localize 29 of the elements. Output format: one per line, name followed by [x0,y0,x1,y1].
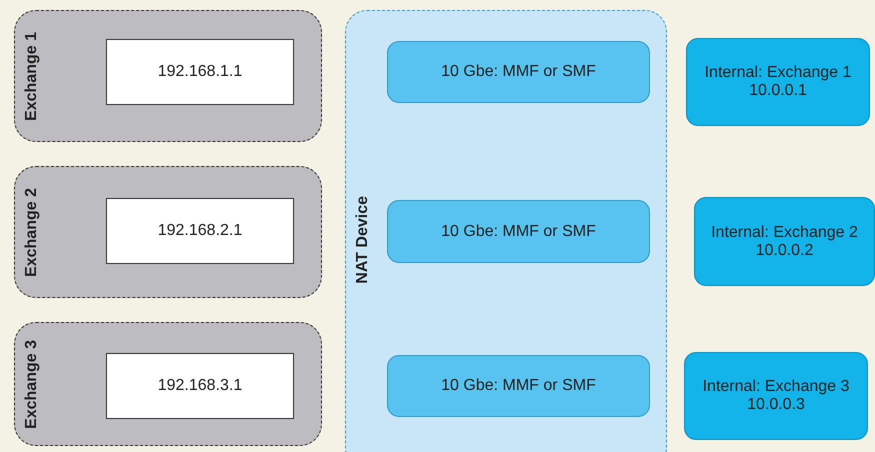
box-label: 10 Gbe: MMF or SMF [441,222,596,240]
link-box [387,200,650,263]
ip-address-box [106,39,294,105]
link-box [387,355,650,417]
box-label: Internal: Exchange 1 [704,64,852,82]
nat-device-group [345,10,667,452]
box-label: 10.0.0.2 [756,242,814,260]
box-label: 192.168.3.1 [158,377,242,395]
group-title: Exchange 2 [23,188,41,276]
internal-address-box [686,38,870,126]
group-title: Exchange 1 [23,32,41,120]
internal-address-box [694,197,875,286]
box-label: 10.0.0.1 [749,82,807,100]
exchange-group [14,322,322,446]
group-title: NAT Device [354,196,372,284]
exchange-group [14,10,322,142]
link-box [387,41,650,103]
box-label: 192.168.2.1 [158,222,242,240]
ip-address-box [106,353,294,419]
box-label: 10 Gbe: MMF or SMF [441,63,596,81]
ip-address-box [106,198,294,264]
exchange-group [14,166,322,298]
box-label: 10.0.0.3 [747,396,805,414]
box-label: 192.168.1.1 [158,63,242,81]
box-label: 10 Gbe: MMF or SMF [441,377,596,395]
internal-address-box [684,352,868,440]
box-label: Internal: Exchange 2 [711,224,858,242]
group-title: Exchange 3 [23,340,41,428]
box-label: Internal: Exchange 3 [702,378,850,396]
